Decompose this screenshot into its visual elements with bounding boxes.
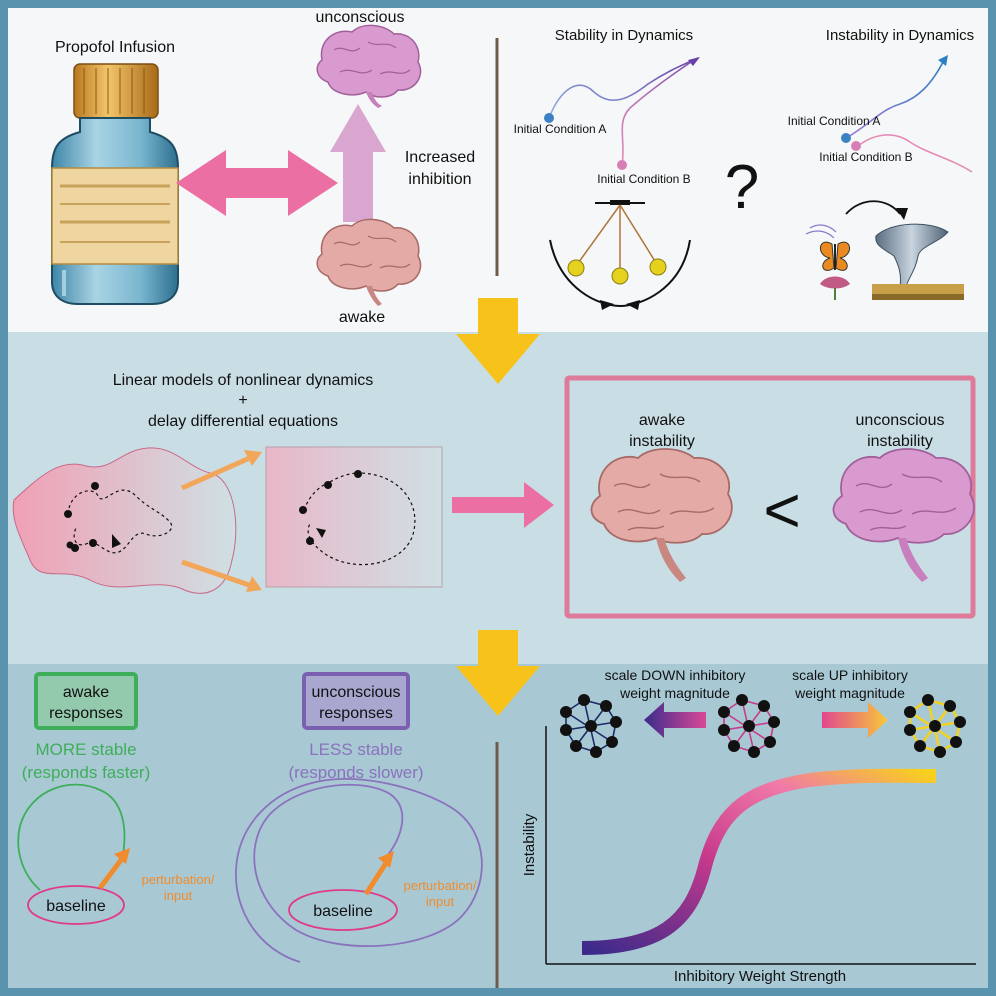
- x-axis-label: Inhibitory Weight Strength: [674, 968, 846, 985]
- unconscious-brain-large-icon: [832, 448, 975, 582]
- instability-sigmoid-plot: [545, 726, 976, 965]
- pendulum-icon: [549, 200, 691, 310]
- more-stable-label: MORE stable: [35, 740, 136, 759]
- stability-ic-a-label: Initial Condition A: [514, 122, 607, 136]
- awake-brain-icon: [316, 218, 422, 306]
- awake-response-diagram: [17, 783, 130, 925]
- flow-arrow-2-icon: [456, 630, 540, 716]
- instability-ic-b-label: Initial Condition B: [819, 150, 912, 164]
- inhibition-line1: Increased: [405, 149, 475, 166]
- initial-condition-b-point: [617, 160, 627, 170]
- scale-up-arrow-icon: [822, 702, 888, 738]
- tornado-icon: [872, 223, 964, 300]
- awake-box-line2: responses: [49, 705, 123, 722]
- flow-arrow-1-icon: [456, 298, 540, 384]
- unconscious-baseline-label: baseline: [313, 903, 373, 920]
- instability-ic-a-label: Initial Condition A: [788, 114, 881, 128]
- scale-up-line1: scale UP inhibitory: [792, 667, 908, 683]
- nonlinear-manifold-icon: [12, 447, 237, 594]
- question-mark: ?: [725, 153, 759, 222]
- unconscious-instability-line1: unconscious: [856, 412, 945, 429]
- unconscious-perturbation-line1: perturbation/: [404, 878, 477, 893]
- instability-title: Instability in Dynamics: [826, 27, 974, 44]
- linear-model-plane-icon: [265, 446, 443, 588]
- butterfly-icon: [805, 224, 850, 300]
- unconscious-box-line1: unconscious: [312, 684, 401, 701]
- scale-down-arrow-icon: [644, 702, 706, 738]
- unconscious-responses-box: [302, 672, 410, 730]
- responds-slower-label: (responds slower): [288, 763, 423, 782]
- orange-arrow-down-icon: [181, 559, 253, 589]
- stability-title: Stability in Dynamics: [555, 27, 693, 44]
- middle-title-line1: Linear models of nonlinear dynamics: [113, 372, 374, 389]
- double-arrow-icon: [176, 150, 338, 216]
- less-than-symbol: <: [763, 474, 800, 546]
- sigmoid-curve: [581, 768, 937, 955]
- instability-ic-a-point: [841, 133, 851, 143]
- scale-up-line2: weight magnitude: [794, 685, 905, 701]
- awake-box-line1: awake: [63, 684, 109, 701]
- unconscious-label: unconscious: [316, 9, 405, 26]
- unconscious-perturbation-line2: input: [426, 894, 455, 909]
- unconscious-box-line2: responses: [319, 705, 393, 722]
- instability-trajectories: [841, 55, 973, 173]
- butterfly-effect-arrow-icon: [845, 200, 901, 215]
- propofol-bottle-icon: [51, 63, 179, 305]
- network-baseline-icon: [718, 694, 780, 758]
- result-box: [564, 375, 976, 619]
- stability-trajectories: [544, 57, 700, 170]
- network-low-inhibition-icon: [560, 694, 622, 758]
- network-high-inhibition-icon: [904, 694, 966, 758]
- middle-title-plus: +: [238, 392, 247, 409]
- awake-perturbation-line2: input: [164, 888, 193, 903]
- unconscious-brain-icon: [316, 24, 422, 108]
- awake-instability-line1: awake: [639, 412, 685, 429]
- less-stable-label: LESS stable: [309, 740, 403, 759]
- responds-faster-label: (responds faster): [22, 763, 151, 782]
- pink-right-arrow-icon: [452, 482, 554, 528]
- unconscious-instability-line2: instability: [867, 433, 933, 450]
- inhibition-line2: inhibition: [408, 171, 471, 188]
- instability-ic-b-point: [851, 141, 861, 151]
- orange-arrow-up-icon: [180, 454, 254, 491]
- scale-down-line2: weight magnitude: [619, 685, 730, 701]
- awake-baseline-label: baseline: [46, 898, 106, 915]
- stability-ic-b-label: Initial Condition B: [597, 172, 690, 186]
- initial-condition-a-point: [544, 113, 554, 123]
- awake-responses-box: [34, 672, 138, 730]
- inhibition-up-arrow-icon: [330, 104, 386, 222]
- awake-perturbation-line1: perturbation/: [142, 872, 215, 887]
- y-axis-label: Instability: [521, 813, 538, 876]
- awake-brain-large-icon: [590, 448, 733, 582]
- awake-label: awake: [339, 309, 385, 326]
- middle-title-line2: delay differential equations: [148, 413, 338, 430]
- unconscious-response-diagram: [235, 778, 483, 963]
- scale-down-line1: scale DOWN inhibitory: [605, 667, 746, 683]
- propofol-label: Propofol Infusion: [55, 39, 175, 56]
- awake-instability-line2: instability: [629, 433, 695, 450]
